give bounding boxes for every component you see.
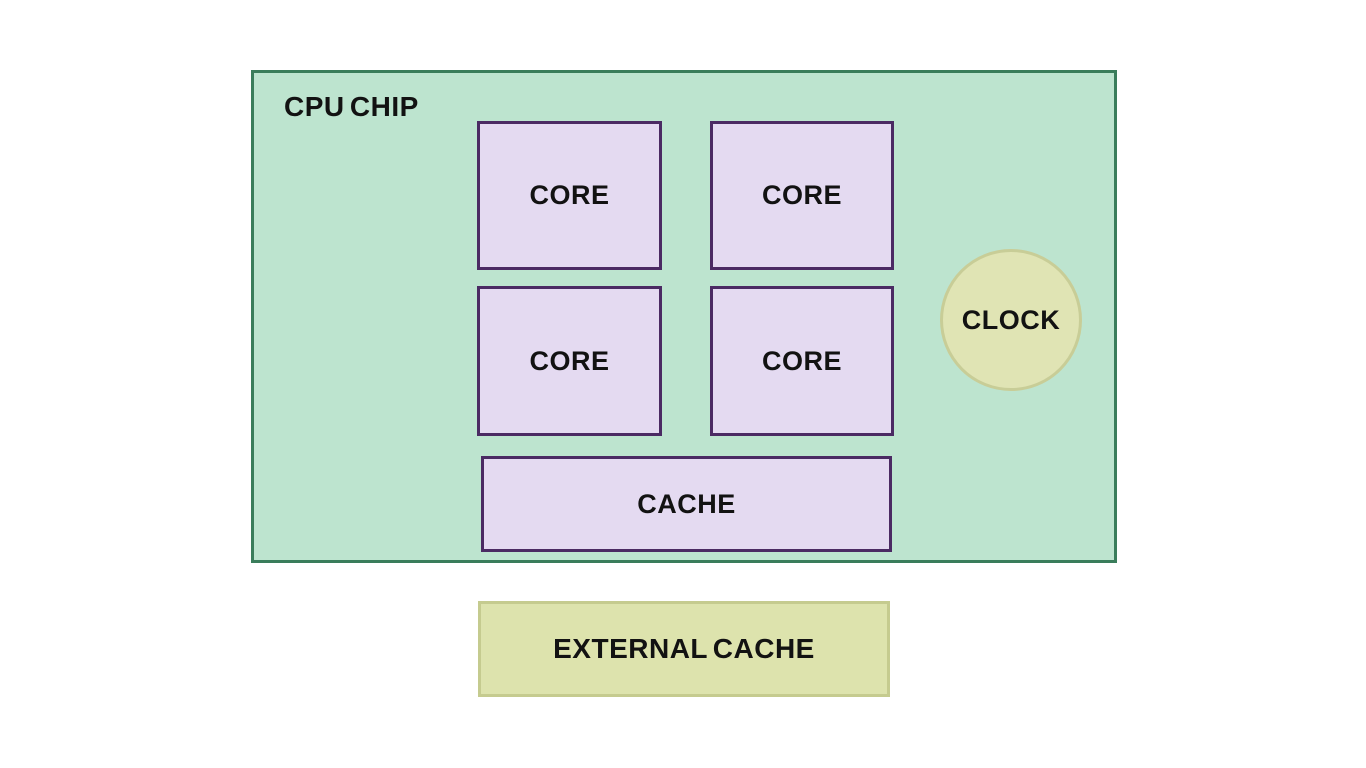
external-cache-label: EXTERNAL CACHE — [553, 633, 815, 664]
core-label-3: CORE — [529, 345, 610, 376]
core-box-2: CORE — [710, 121, 894, 270]
core-box-3: CORE — [477, 286, 662, 436]
core-label-2: CORE — [761, 180, 842, 210]
cpu-chip-label: CPU CHIP — [284, 91, 419, 122]
clock-circle: CLOCK — [940, 249, 1082, 391]
core-box-1: CORE — [477, 121, 662, 270]
clock-label: CLOCK — [961, 304, 1061, 335]
cache-box: CACHE — [481, 456, 892, 552]
cache-label: CACHE — [637, 488, 736, 519]
core-box-4: CORE — [710, 286, 894, 436]
core-label-4: CORE — [761, 345, 842, 376]
cpu-chip-box: CPU CHIP CORE CORE CORE CORE CLOCK CACHE — [251, 70, 1117, 563]
core-label-1: CORE — [529, 180, 610, 210]
external-cache-box: EXTERNAL CACHE — [478, 601, 890, 697]
